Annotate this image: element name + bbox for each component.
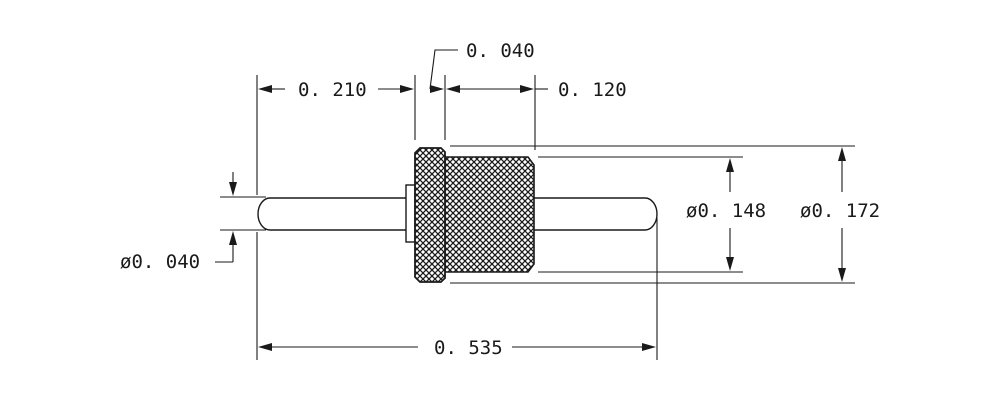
dimension-body-diameter: ø0. 148	[538, 156, 766, 273]
left-pin	[257, 197, 406, 231]
dim-label-0-040-collar: 0. 040	[466, 40, 535, 62]
dimension-pin-diameter: ø0. 040	[120, 172, 266, 273]
dim-label-pin-diameter: ø0. 040	[120, 251, 200, 273]
dim-label-body-diameter: ø0. 148	[686, 200, 766, 222]
pin-shoulder	[405, 184, 416, 243]
dimension-collar-width: 0. 040	[429, 40, 535, 140]
dimension-body-length: 0. 120	[446, 75, 627, 150]
dimension-overall-length: 0. 535	[256, 218, 658, 360]
knurled-body	[444, 156, 535, 273]
dimension-collar-diameter: ø0. 172	[450, 145, 880, 284]
pin-part	[257, 147, 658, 283]
dim-label-collar-diameter: ø0. 172	[800, 200, 880, 222]
dimension-pin-length-left: 0. 210	[256, 75, 416, 195]
dim-label-0-120: 0. 120	[558, 79, 627, 101]
knurled-collar	[414, 147, 446, 283]
dim-label-0-210: 0. 210	[298, 79, 367, 101]
right-pin	[534, 197, 658, 231]
dim-label-0-535: 0. 535	[434, 337, 503, 359]
